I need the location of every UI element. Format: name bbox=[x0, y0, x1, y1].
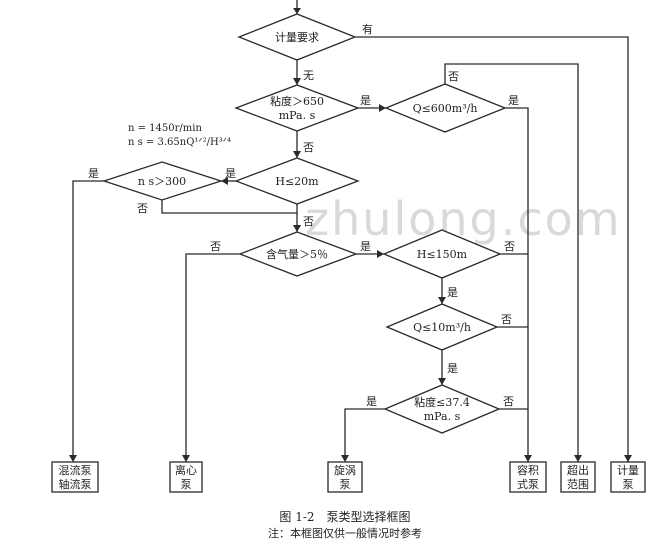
output-vortex-pump-l1: 旋涡 bbox=[334, 463, 356, 477]
label-meter-yes: 有 bbox=[362, 22, 373, 36]
label-h20-no: 否 bbox=[303, 215, 314, 228]
arrowhead bbox=[293, 78, 301, 85]
figure-caption: 图 1-2 泵类型选择框图 bbox=[279, 510, 410, 524]
arrowhead bbox=[624, 455, 632, 462]
label-ns300-yes: 是 bbox=[88, 167, 99, 180]
arrowhead bbox=[524, 455, 532, 462]
decision-viscosity-37: 粘度≤37.4 mPa. s bbox=[383, 384, 501, 434]
arrowhead bbox=[574, 455, 582, 462]
label-q10-yes: 是 bbox=[447, 362, 458, 375]
label-visc37-no: 否 bbox=[503, 395, 514, 408]
output-metering-pump-l1: 计量 bbox=[617, 464, 639, 477]
arrowheads bbox=[69, 8, 632, 462]
label-visc650-no: 否 bbox=[303, 141, 314, 154]
output-positive-displacement-pump-l2: 式泵 bbox=[517, 478, 539, 491]
decision-viscosity-37-label-1: 粘度≤37.4 bbox=[414, 395, 470, 409]
watermark: zhulong.com bbox=[305, 192, 622, 246]
label-h150-yes: 是 bbox=[447, 286, 458, 299]
edge-ns300-no bbox=[161, 200, 297, 214]
edge-ns300-yes bbox=[72, 180, 104, 462]
output-metering-pump-l2: 泵 bbox=[623, 478, 634, 491]
label-h20-yes: 是 bbox=[225, 167, 236, 180]
decision-head-20-label: H≤20m bbox=[275, 175, 319, 188]
arrowhead bbox=[379, 104, 386, 112]
arrowhead bbox=[293, 151, 301, 158]
output-mixed-axial-pump: 混流泵 轴流泵 bbox=[51, 461, 99, 493]
decision-specific-speed-300: n s＞300 bbox=[101, 161, 224, 201]
arrowhead bbox=[341, 455, 349, 462]
edge-gas-no bbox=[185, 253, 240, 462]
edge-visc37-yes bbox=[344, 408, 385, 462]
decision-specific-speed-300-label: n s＞300 bbox=[138, 175, 186, 188]
decision-head-150: H≤150m bbox=[382, 229, 502, 279]
output-vortex-pump: 旋涡 泵 bbox=[327, 461, 363, 493]
label-gas-yes: 是 bbox=[360, 240, 371, 253]
label-q600-yes: 是 bbox=[508, 94, 519, 107]
edge-q600-no bbox=[444, 63, 579, 462]
arrowhead bbox=[293, 8, 301, 14]
decision-flow-10-label: Q≤10m³/h bbox=[413, 321, 471, 334]
arrowhead bbox=[438, 378, 446, 385]
label-visc650-yes: 是 bbox=[360, 94, 371, 107]
edge-q600-yes bbox=[505, 107, 529, 462]
specific-speed-formula: n = 1450r/min n s = 3.65nQ¹ᐟ²/H³ᐟ⁴ bbox=[128, 123, 231, 148]
edge-labels: 有 无 是 否 是 否 是 是 否 否 否 是 否 是 否 是 是 否 bbox=[88, 22, 519, 408]
decision-flow-600-label: Q≤600m³/h bbox=[413, 102, 478, 115]
arrowhead bbox=[293, 225, 301, 232]
arrowhead bbox=[182, 455, 190, 462]
formula-line-1: n = 1450r/min bbox=[128, 123, 202, 134]
output-mixed-axial-pump-l2: 轴流泵 bbox=[59, 477, 92, 491]
decision-flow-10: Q≤10m³/h bbox=[385, 303, 499, 351]
output-vortex-pump-l2: 泵 bbox=[340, 478, 351, 491]
output-out-of-range: 超出 范围 bbox=[560, 461, 596, 493]
output-positive-displacement-pump-l1: 容积 bbox=[517, 463, 539, 477]
arrowhead bbox=[69, 455, 77, 462]
decision-viscosity-650-label-2: mPa. s bbox=[279, 109, 316, 122]
decision-head-150-label: H≤150m bbox=[417, 248, 468, 261]
arrowhead bbox=[221, 177, 228, 185]
arrowhead bbox=[438, 297, 446, 304]
output-centrifugal-pump-l1: 离心 bbox=[175, 463, 197, 477]
decision-gas-5: 含气量＞5％ bbox=[238, 231, 358, 277]
output-centrifugal-pump: 离心 泵 bbox=[169, 461, 203, 493]
label-visc37-yes: 是 bbox=[366, 395, 377, 408]
output-positive-displacement-pump: 容积 式泵 bbox=[509, 461, 547, 493]
output-mixed-axial-pump-l1: 混流泵 bbox=[59, 463, 92, 477]
label-gas-no: 否 bbox=[210, 240, 221, 253]
decision-meter-label: 计量要求 bbox=[275, 31, 319, 44]
decision-gas-5-label: 含气量＞5％ bbox=[266, 247, 328, 261]
formula-line-2: n s = 3.65nQ¹ᐟ²/H³ᐟ⁴ bbox=[128, 137, 231, 148]
decision-head-20: H≤20m bbox=[234, 157, 360, 205]
decision-viscosity-650-label-1: 粘度＞650 bbox=[270, 94, 324, 108]
decision-meter: 计量要求 bbox=[237, 13, 357, 61]
label-ns300-no: 否 bbox=[137, 202, 148, 215]
arrowhead bbox=[377, 250, 384, 258]
decision-viscosity-650: 粘度＞650 mPa. s bbox=[234, 84, 360, 132]
decision-viscosity-37-label-2: mPa. s bbox=[424, 410, 461, 423]
label-q10-no: 否 bbox=[501, 313, 512, 326]
label-q600-no: 否 bbox=[448, 70, 459, 83]
output-out-of-range-l2: 范围 bbox=[567, 477, 589, 491]
output-out-of-range-l1: 超出 bbox=[567, 463, 589, 477]
decision-flow-600: Q≤600m³/h bbox=[384, 83, 507, 133]
output-centrifugal-pump-l2: 泵 bbox=[181, 478, 192, 491]
label-meter-no: 无 bbox=[303, 69, 314, 82]
edge-meter-yes bbox=[355, 36, 629, 462]
figure-note: 注：本框图仅供一般情况时参考 bbox=[268, 526, 422, 540]
connector-lines bbox=[72, 0, 629, 462]
label-h150-no: 否 bbox=[504, 240, 515, 253]
output-metering-pump: 计量 泵 bbox=[610, 461, 646, 493]
